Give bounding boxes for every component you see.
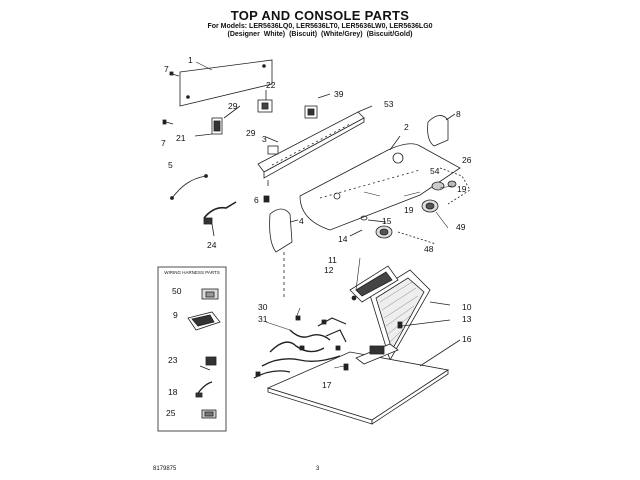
callout-4: 4	[299, 216, 304, 226]
callout-23: 23	[168, 355, 178, 365]
knob-part	[349, 167, 471, 245]
callout-12: 12	[324, 265, 334, 275]
callout-30: 30	[258, 302, 268, 312]
callout-7b: 7	[161, 138, 166, 148]
callout-15: 15	[382, 216, 392, 226]
callout-10: 10	[462, 302, 472, 312]
callout-18: 18	[168, 387, 178, 397]
callout-17: 17	[322, 380, 332, 390]
callout-22: 22	[266, 80, 276, 90]
callout-3: 3	[262, 134, 267, 144]
rear-panel-part	[179, 59, 273, 107]
wiring-harness-bundle	[253, 315, 347, 379]
screw-part	[162, 71, 180, 125]
switch-part	[304, 93, 331, 119]
callout-7a: 7	[164, 64, 169, 74]
wire-part	[170, 174, 208, 200]
part-number: 8179875	[153, 466, 177, 472]
callout-13: 13	[462, 314, 472, 324]
callout-26: 26	[462, 155, 472, 165]
wiring-harness-inset	[157, 266, 227, 432]
wiring-box-title: WIRING HARNESS PARTS	[164, 270, 220, 275]
callout-6: 6	[254, 195, 259, 205]
callout-16: 16	[462, 334, 472, 344]
callout-5: 5	[168, 160, 173, 170]
callout-54: 54	[430, 166, 440, 176]
lint-filter-part	[349, 265, 399, 303]
callout-19a: 19	[457, 184, 467, 194]
callout-14: 14	[338, 234, 348, 244]
callout-1: 1	[188, 55, 193, 65]
callout-25: 25	[166, 408, 176, 418]
callout-2: 2	[404, 122, 409, 132]
callout-9: 9	[173, 310, 178, 320]
timer-part	[257, 90, 273, 113]
leader-lines	[195, 61, 453, 369]
callout-31: 31	[258, 314, 268, 324]
top-panel-part	[266, 339, 461, 425]
callout-49: 49	[456, 222, 466, 232]
model-list: For Models: LER5636LQ0, LER5636LT0, LER5…	[207, 23, 433, 30]
callout-19b: 19	[404, 205, 414, 215]
page-number: 3	[316, 466, 320, 472]
callout-53: 53	[384, 99, 394, 109]
callout-24: 24	[207, 240, 217, 250]
callout-50: 50	[172, 286, 182, 296]
side-cap-part	[269, 208, 299, 300]
callout-labels: 1 2 3 4 5 6 7 7 8 9 10 11 12 13 14 15 16…	[161, 55, 472, 418]
callout-29a: 29	[228, 101, 238, 111]
clip-part	[194, 105, 279, 155]
screw-part-6	[263, 195, 270, 203]
console-panel-part	[299, 135, 461, 231]
end-cap-part	[427, 113, 456, 147]
model-variants: (Designer White) (Biscuit) (White/Grey) …	[227, 31, 413, 38]
screw-part-17	[343, 363, 349, 371]
callout-39: 39	[334, 89, 344, 99]
screw-part-3	[265, 136, 279, 143]
callout-8: 8	[456, 109, 461, 119]
page-title: TOP AND CONSOLE PARTS	[230, 8, 410, 23]
callout-21: 21	[176, 133, 186, 143]
callout-48: 48	[424, 244, 434, 254]
console-bar-part	[257, 105, 373, 186]
callout-11: 11	[328, 255, 337, 265]
harness-part	[203, 201, 237, 237]
screw-part-13	[397, 319, 451, 329]
callout-29b: 29	[246, 128, 256, 138]
